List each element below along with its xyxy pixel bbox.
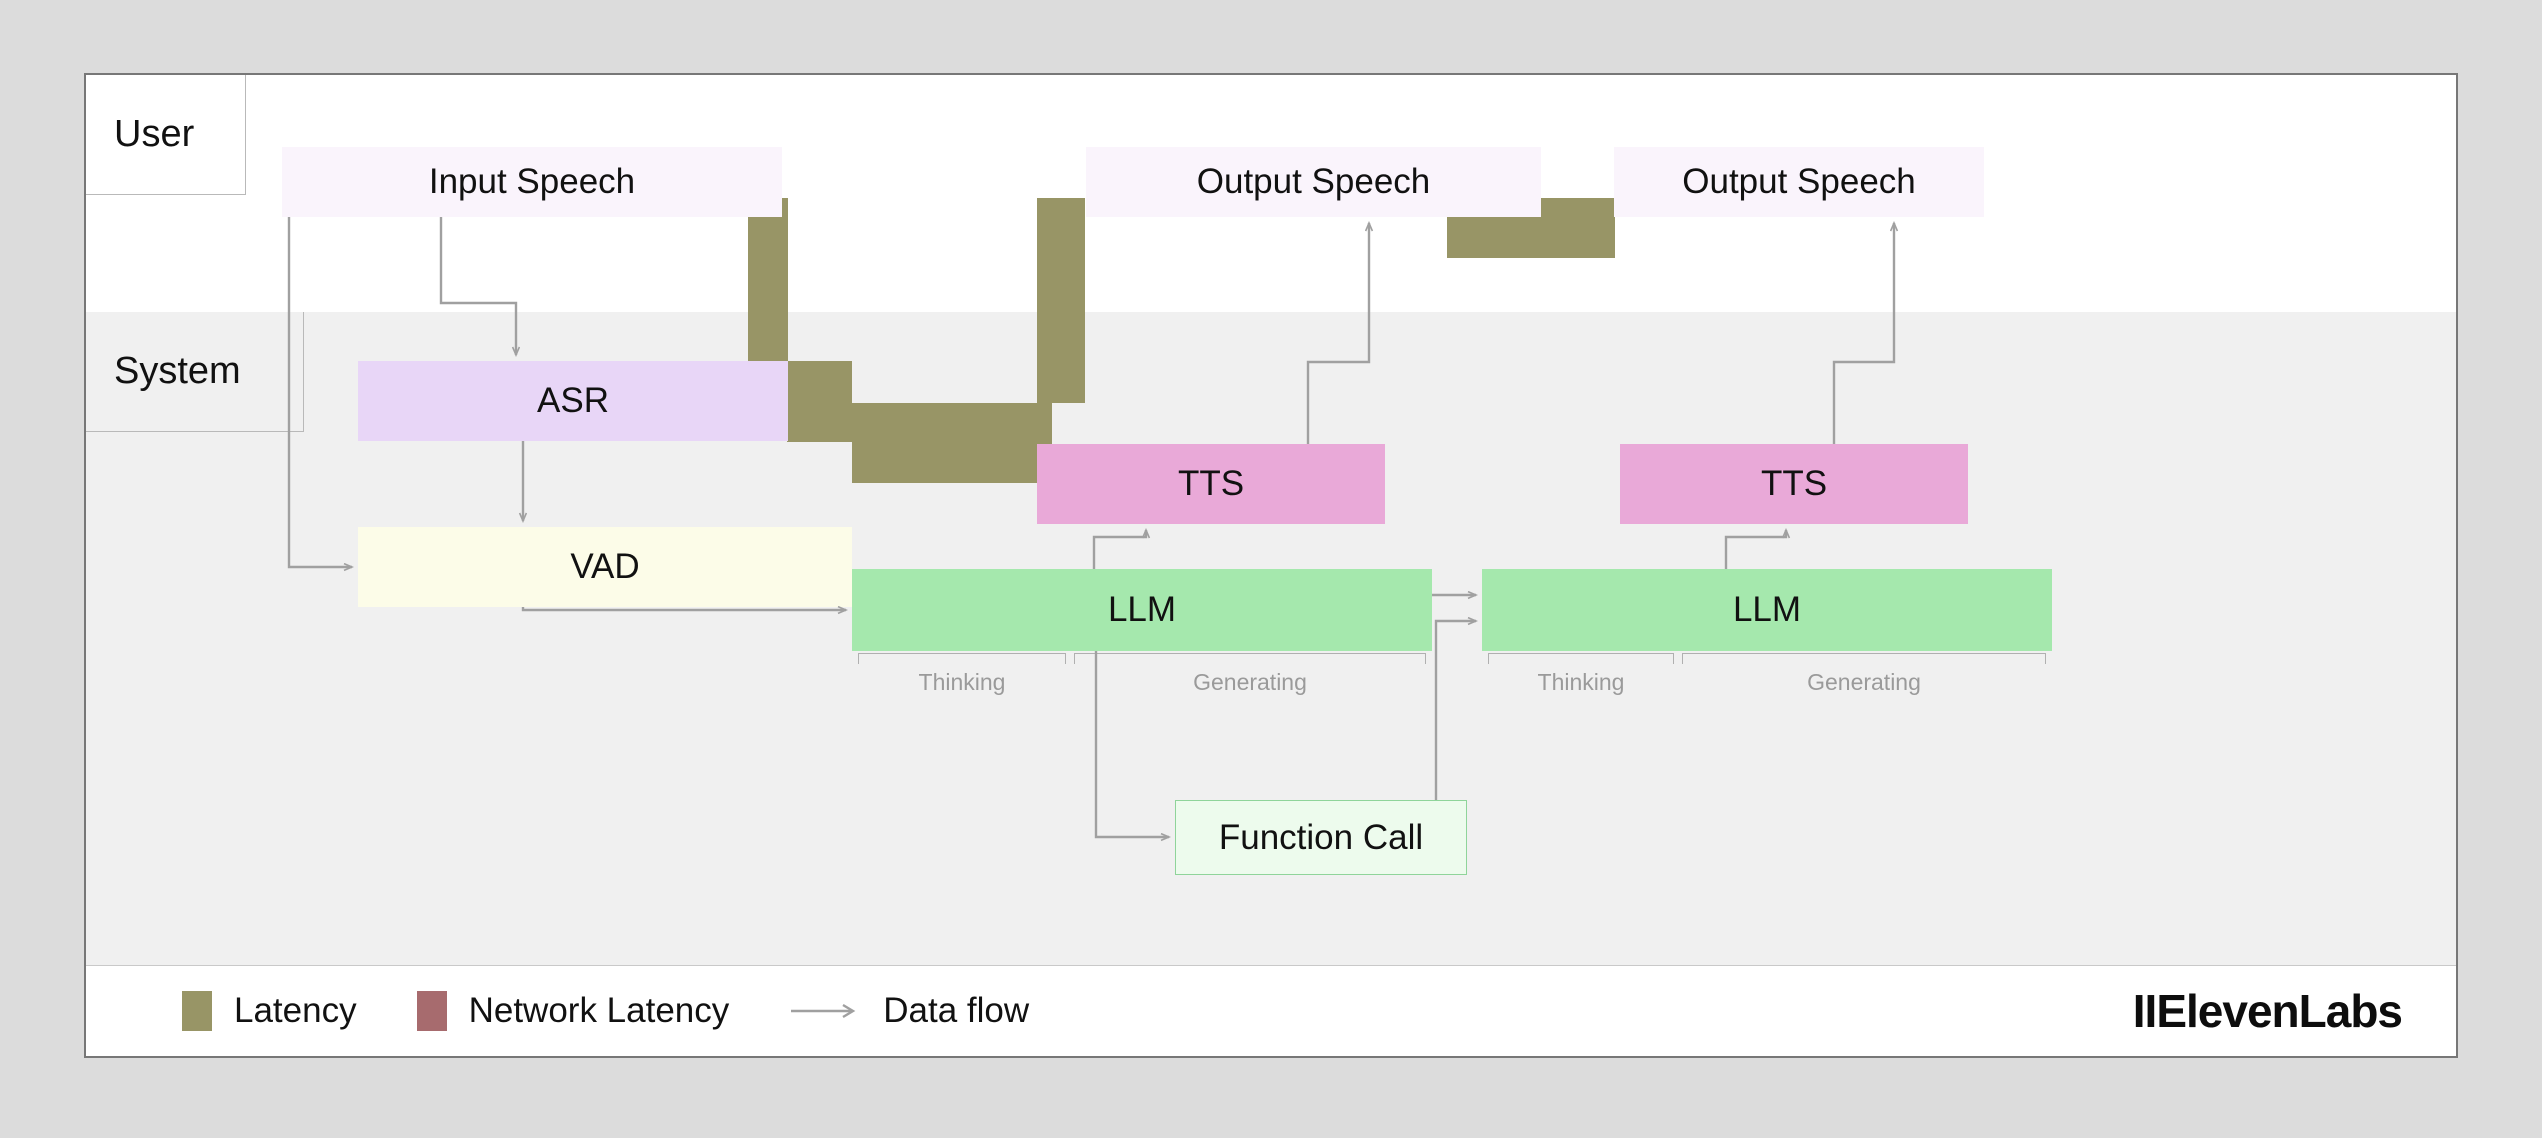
network-latency-swatch-icon [416,991,447,1031]
swimlane-label-user-text: User [114,113,195,155]
block-tts-2[interactable]: TTS [1620,444,1968,524]
diagram-card: User System Input Speech Output Speech O… [84,73,2458,1058]
phase-label-llm-2-generating-text: Generating [1807,669,1921,695]
phase-label-llm-2-thinking: Thinking [1488,669,1674,696]
phase-label-llm-1-generating-text: Generating [1193,669,1307,695]
block-output-speech-2-label: Output Speech [1682,162,1916,201]
latency-swatch-icon [182,991,212,1031]
block-tts-1[interactable]: TTS [1037,444,1385,524]
phase-label-llm-1-thinking-text: Thinking [918,669,1006,695]
phase-bracket-llm-1-thinking [858,653,1066,664]
legend-item-data-flow-label: Data flow [883,991,1030,1030]
block-function-call-label: Function Call [1218,817,1424,857]
latency-bar-asr-tail [748,198,788,361]
arrow-right-icon [789,1001,861,1021]
phase-bracket-llm-2-thinking [1488,653,1674,664]
latency-bar-llm-lead [852,403,1052,483]
latency-bar-vad-tail [787,361,852,442]
phase-bracket-llm-2-generating [1682,653,2046,664]
block-asr[interactable]: ASR [358,361,788,441]
legend: Latency Network Latency Data flow IIElev… [86,966,2456,1056]
block-tts-1-label: TTS [1177,464,1245,503]
elevenlabs-logo: IIElevenLabs [2132,984,2403,1038]
legend-item-network-latency-label: Network Latency [468,991,730,1030]
phase-label-llm-1-generating: Generating [1074,669,1426,696]
block-output-speech-1[interactable]: Output Speech [1086,147,1541,217]
phase-bracket-llm-1-generating [1074,653,1426,664]
block-vad[interactable]: VAD [358,527,852,607]
block-llm-1[interactable]: LLM [852,569,1432,651]
block-llm-2[interactable]: LLM [1482,569,2052,651]
legend-item-latency-label: Latency [234,991,357,1030]
block-output-speech-1-label: Output Speech [1196,162,1431,201]
block-vad-label: VAD [570,547,640,586]
legend-item-data-flow: Data flow [789,991,1029,1031]
phase-label-llm-1-thinking: Thinking [858,669,1066,696]
latency-bar-tts-1-lead [1037,198,1085,403]
block-asr-label: ASR [537,381,609,420]
block-llm-2-label: LLM [1732,590,1802,629]
block-llm-1-label: LLM [1107,590,1177,629]
block-output-speech-2[interactable]: Output Speech [1614,147,1984,217]
swimlane-label-system-text: System [114,350,241,392]
legend-divider [86,965,2456,966]
phase-label-llm-2-thinking-text: Thinking [1537,669,1625,695]
block-tts-2-label: TTS [1760,464,1828,503]
block-input-speech[interactable]: Input Speech [282,147,782,217]
block-input-speech-label: Input Speech [428,162,636,201]
phase-label-llm-2-generating: Generating [1682,669,2046,696]
block-function-call[interactable]: Function Call [1175,800,1467,875]
legend-item-latency: Latency [182,991,357,1031]
legend-item-network-latency: Network Latency [416,991,730,1031]
elevenlabs-logo-text: IIElevenLabs [2132,985,2403,1037]
swimlane-label-system: System [86,312,304,432]
swimlane-label-user: User [86,75,246,195]
